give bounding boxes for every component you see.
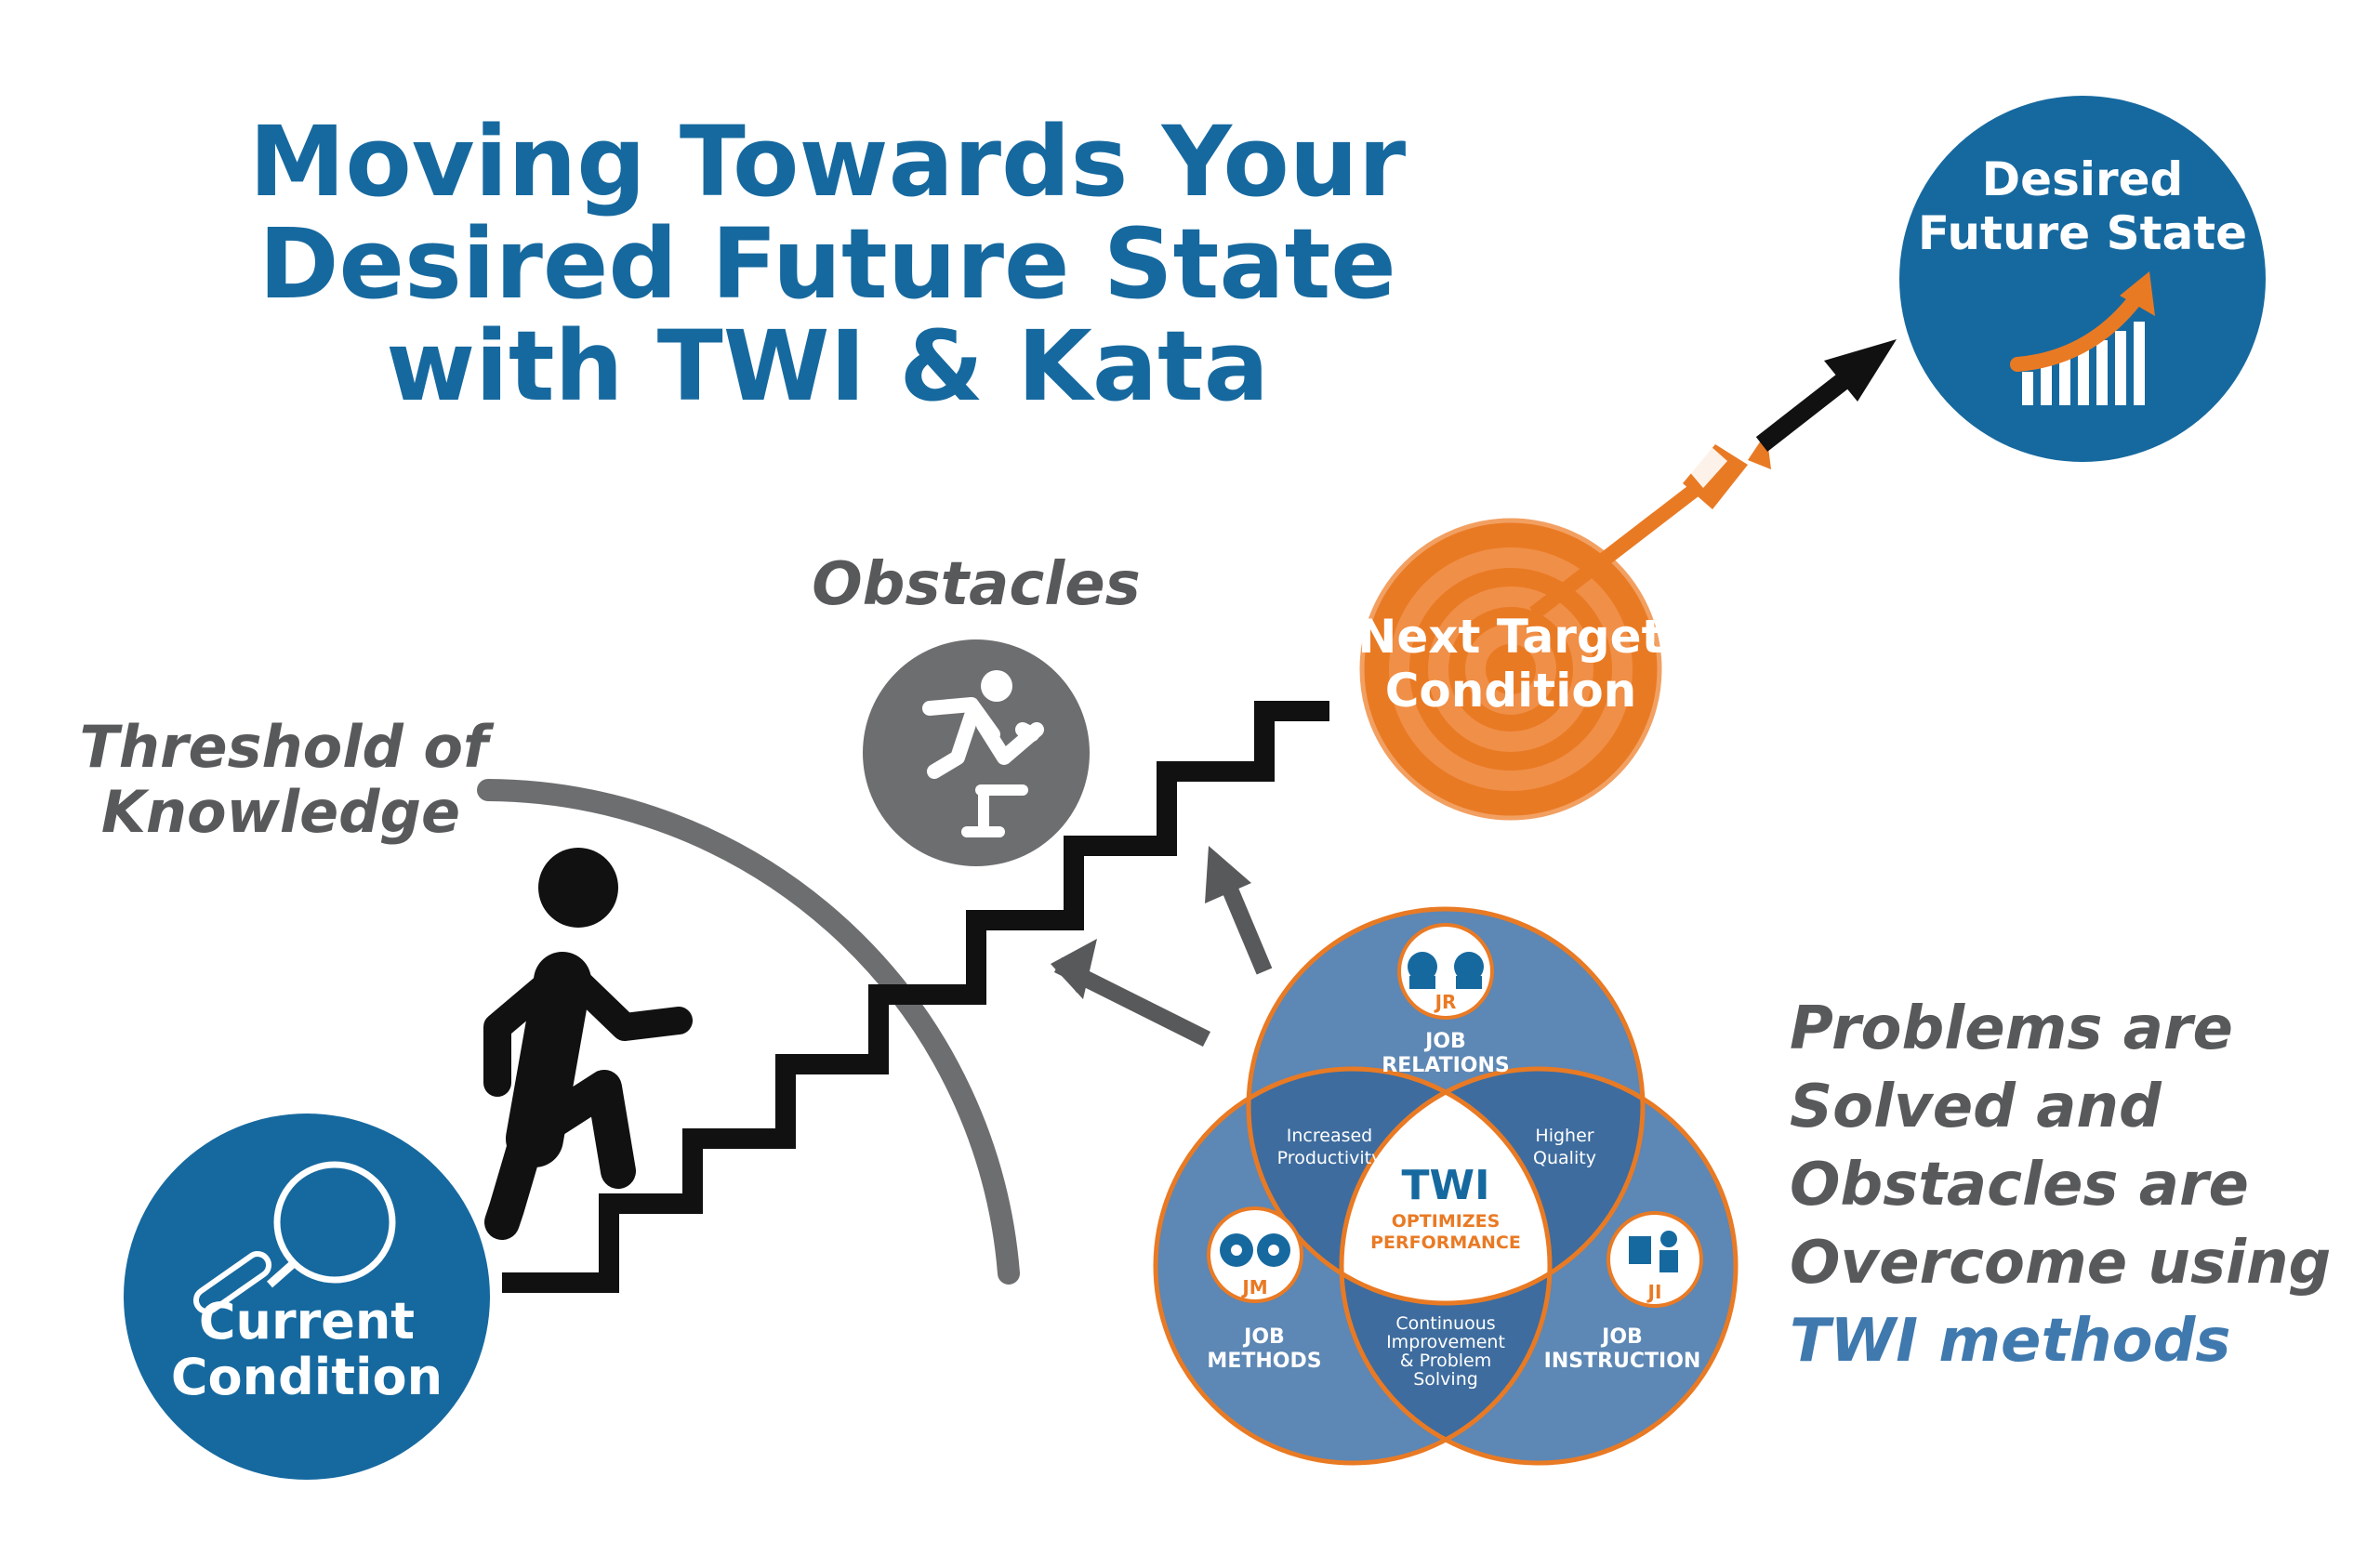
twi-center-line-1: OPTIMIZES [1392, 1211, 1501, 1232]
arrow-in-target-icon [1529, 432, 1771, 620]
staircase [502, 701, 1329, 1293]
obstacles-label: Obstacles [812, 550, 1140, 619]
overlap-ci-line-4: Solving [1413, 1369, 1478, 1390]
overlap-ci-line-2: Improvement [1386, 1332, 1505, 1352]
jm-badge-label: JM [1240, 1276, 1267, 1298]
ji-badge-label: JI [1646, 1281, 1662, 1303]
problems-solved-caption: Problems are Solved and Obstacles are Ov… [1790, 995, 2331, 1376]
growth-chart-icon [2010, 271, 2155, 405]
overlap-productivity-line-1: Increased [1287, 1126, 1372, 1146]
problems-line-4: Overcome using [1790, 1229, 2331, 1298]
title-line-3: with TWI & Kata [386, 310, 1269, 423]
twi-center-title: TWI [1402, 1162, 1490, 1209]
jr-badge: JR [1397, 923, 1494, 1020]
obstacles-node: Obstacles [812, 550, 1141, 866]
ji-badge: JI [1606, 1211, 1703, 1308]
title-line-1: Moving Towards Your [249, 105, 1406, 218]
job-instruction-line-1: JOB [1600, 1325, 1643, 1349]
walking-person-icon [483, 848, 693, 1240]
desired-future-state-node: Desired Future State [1899, 96, 2266, 462]
next-target-line-1: Next Target [1358, 610, 1664, 664]
current-condition-line-2: Condition [171, 1348, 443, 1406]
overlap-quality-line-2: Quality [1533, 1148, 1596, 1168]
threshold-arc [477, 779, 1020, 1285]
twi-center-line-2: PERFORMANCE [1370, 1232, 1521, 1253]
arrow-to-future-state [1755, 339, 1897, 452]
job-instruction-line-2: INSTRUCTION [1544, 1350, 1701, 1373]
page-title: Moving Towards Your Desired Future State… [249, 105, 1406, 423]
jm-badge: JM [1207, 1206, 1303, 1303]
twi-venn-diagram: JR JOB RELATIONS JM JOB METHODS JI [1153, 906, 1739, 1466]
problems-line-3: Obstacles are [1790, 1151, 2249, 1219]
next-target-line-2: Condition [1385, 664, 1637, 718]
threshold-line-2: Knowledge [101, 778, 460, 846]
current-condition-line-1: Current [199, 1292, 415, 1351]
overlap-ci-line-3: & Problem [1400, 1351, 1492, 1371]
overlap-quality-line-1: Higher [1535, 1126, 1593, 1146]
hurdle-jumper-icon [922, 670, 1044, 837]
threshold-line-1: Threshold of [80, 713, 496, 781]
jr-badge-label: JR [1434, 991, 1457, 1013]
threshold-of-knowledge-label: Threshold of Knowledge [80, 713, 496, 846]
problems-line-2: Solved and [1790, 1073, 2162, 1141]
overlap-productivity-line-2: Productivity [1277, 1148, 1382, 1168]
job-methods-line-2: METHODS [1207, 1350, 1321, 1373]
problems-line-5-twi-methods: TWI methods [1790, 1307, 2230, 1376]
job-methods-line-1: JOB [1242, 1325, 1285, 1349]
instruction-icon [1629, 1231, 1678, 1272]
problems-line-1: Problems are [1790, 995, 2233, 1063]
next-target-condition-node: Next Target Condition [1358, 432, 1771, 821]
current-condition-node: Current Condition [124, 1114, 490, 1480]
desired-future-state-line-2: Future State [1918, 206, 2247, 260]
overlap-ci-line-1: Continuous [1395, 1313, 1495, 1334]
job-relations-line-2: RELATIONS [1382, 1054, 1509, 1077]
magnifier-icon [192, 1161, 396, 1314]
desired-future-state-line-1: Desired [1982, 152, 2184, 206]
job-relations-line-1: JOB [1423, 1030, 1466, 1053]
title-line-2: Desired Future State [258, 207, 1396, 321]
venn-to-stairs-arrows [1051, 846, 1273, 1048]
target-icon [1389, 547, 1633, 791]
